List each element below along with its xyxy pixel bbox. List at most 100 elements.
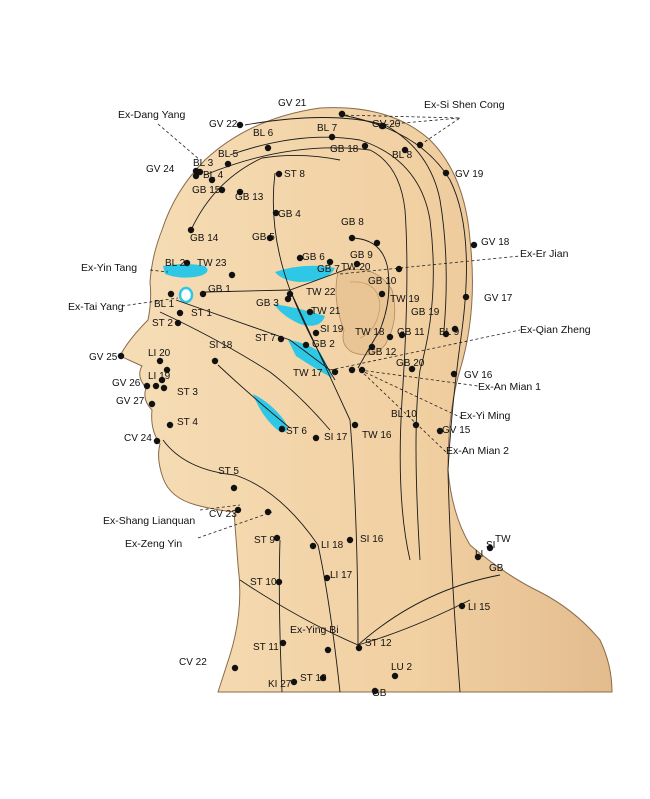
point-label-gb-14: GB 14 bbox=[190, 233, 219, 244]
acupoint-st-13 bbox=[319, 674, 327, 682]
acupoint-st-2 bbox=[174, 319, 182, 327]
acupoint-gb-18 bbox=[361, 142, 369, 150]
acupoint-bl-6 bbox=[264, 144, 272, 152]
point-label-st-7: ST 7 bbox=[255, 333, 276, 344]
extra-acupoint-10 bbox=[264, 508, 272, 516]
point-label-cv-22: CV 22 bbox=[179, 657, 207, 668]
acupoint-tw-23 bbox=[228, 271, 236, 279]
acupoint-cv-23 bbox=[234, 506, 242, 514]
point-label-st-11: ST 11 bbox=[253, 642, 279, 653]
acupoint-bl-7 bbox=[328, 133, 336, 141]
extra-label-ex-yi-ming: Ex-Yi Ming bbox=[460, 410, 511, 422]
acupoint-gv-19 bbox=[442, 169, 450, 177]
acupoint-st-3 bbox=[160, 384, 168, 392]
acupoint-gb-10 bbox=[395, 265, 403, 273]
point-label-si: SI bbox=[486, 540, 495, 551]
point-label-st-1: ST 1 bbox=[191, 308, 212, 319]
acupoint-st-12 bbox=[355, 644, 363, 652]
acupoint-gb-15 bbox=[218, 186, 226, 194]
point-label-cv-23: CV 23 bbox=[209, 509, 237, 520]
point-label-st-6: ST 6 bbox=[286, 426, 307, 437]
acupoint-cv-22 bbox=[231, 664, 239, 672]
acupoint-st-4 bbox=[166, 421, 174, 429]
point-label-st-9: ST 9 bbox=[254, 535, 275, 546]
point-label-st-13: ST 13 bbox=[300, 673, 327, 684]
point-label-bl-3: BL 3 bbox=[193, 158, 214, 169]
point-label-tw-19: TW 19 bbox=[390, 294, 420, 305]
acupoint-gb-20 bbox=[408, 365, 416, 373]
point-label-si-18: SI 18 bbox=[209, 340, 233, 351]
extra-label-ex-si-shen-cong: Ex-Si Shen Cong bbox=[424, 99, 505, 111]
point-label-li-19: LI 19 bbox=[148, 371, 171, 382]
acupoint-st-7 bbox=[277, 335, 285, 343]
point-label-tw-23: TW 23 bbox=[197, 258, 227, 269]
acupoint-gv-15 bbox=[436, 427, 444, 435]
acupoint-gv-22 bbox=[236, 121, 244, 129]
point-label-bl-2: BL 2 bbox=[165, 258, 186, 269]
point-label-gb-13: GB 13 bbox=[235, 192, 264, 203]
acupoint-cv-24 bbox=[153, 437, 161, 445]
point-label-gb-1: GB 1 bbox=[208, 284, 231, 295]
extra-acupoint-8 bbox=[152, 382, 160, 390]
point-label-gv-15: GV 15 bbox=[442, 425, 471, 436]
acupoint-gv-26 bbox=[143, 382, 151, 390]
acupoint-gb-13 bbox=[236, 188, 244, 196]
point-label-si-17: SI 17 bbox=[324, 432, 348, 443]
point-label-bl-7: BL 7 bbox=[317, 123, 338, 134]
point-label-bl-8: BL 8 bbox=[392, 150, 413, 161]
point-label-li-17: LI 17 bbox=[330, 570, 353, 581]
acupoint-tw-18 bbox=[386, 333, 394, 341]
point-label-gb-10: GB 10 bbox=[368, 276, 397, 287]
acupoint-bl-8 bbox=[401, 146, 409, 154]
extra-acupoint-2 bbox=[379, 122, 387, 130]
point-label-bl-1: BL 1 bbox=[154, 299, 175, 310]
point-label-gb-2: GB 2 bbox=[312, 339, 335, 350]
point-label-gb: GB bbox=[372, 688, 387, 699]
point-label-gv-21: GV 21 bbox=[278, 98, 307, 109]
point-label-li: LI bbox=[475, 549, 483, 560]
acupoint-gv-17 bbox=[462, 293, 470, 301]
extra-acupoint-7 bbox=[158, 376, 166, 384]
point-label-tw-21: TW 21 bbox=[311, 306, 341, 317]
acupoint-tw-19 bbox=[378, 290, 386, 298]
acupoint-gb-7 bbox=[326, 258, 334, 266]
point-label-tw-18: TW 18 bbox=[355, 327, 385, 338]
acupoint-bl-3 bbox=[196, 168, 204, 176]
point-label-gb-18: GB 18 bbox=[330, 144, 359, 155]
point-label-gb-12: GB 12 bbox=[368, 347, 397, 358]
extra-label-ex-er-jian: Ex-Er Jian bbox=[520, 248, 569, 260]
acupoint-gv-25 bbox=[117, 352, 125, 360]
acupoint-lu-2 bbox=[391, 672, 399, 680]
acupoint-li bbox=[474, 553, 482, 561]
acupoint-st-8 bbox=[275, 170, 283, 178]
point-label-gb-3: GB 3 bbox=[256, 298, 279, 309]
point-label-gv-18: GV 18 bbox=[481, 237, 510, 248]
point-label-tw-22: TW 22 bbox=[306, 287, 336, 298]
extra-acupoint-1 bbox=[338, 110, 346, 118]
leader-lines bbox=[121, 114, 521, 539]
acupoint-ki-27 bbox=[290, 678, 298, 686]
point-label-tw-17: TW 17 bbox=[293, 368, 323, 379]
point-label-li-18: LI 18 bbox=[321, 540, 344, 551]
temporal-area-2 bbox=[274, 304, 325, 326]
acupoint-gb-4 bbox=[272, 209, 280, 217]
acupoint-gb-9 bbox=[373, 239, 381, 247]
extra-label-ex-an-mian-2: Ex-An Mian 2 bbox=[446, 445, 509, 457]
point-label-st-8: ST 8 bbox=[284, 169, 305, 180]
point-label-gb-6: GB 6 bbox=[302, 252, 325, 263]
point-label-gv-22: GV 22 bbox=[209, 119, 238, 130]
point-label-tw-20: TW 20 bbox=[341, 262, 371, 273]
acupoint-bl-2 bbox=[183, 259, 191, 267]
eye bbox=[178, 286, 194, 304]
point-label-gv-16: GV 16 bbox=[464, 370, 493, 381]
point-label-bl-9: BL 9 bbox=[439, 327, 460, 338]
acupoint-gb-12 bbox=[368, 343, 376, 351]
point-label-bl-6: BL 6 bbox=[253, 128, 274, 139]
acupoint-li-20 bbox=[156, 357, 164, 365]
acupoint-si-18 bbox=[211, 357, 219, 365]
point-label-bl-5: BL 5 bbox=[218, 149, 239, 160]
point-label-st-2: ST 2 bbox=[152, 318, 173, 329]
acupoint-st-9 bbox=[273, 534, 281, 542]
